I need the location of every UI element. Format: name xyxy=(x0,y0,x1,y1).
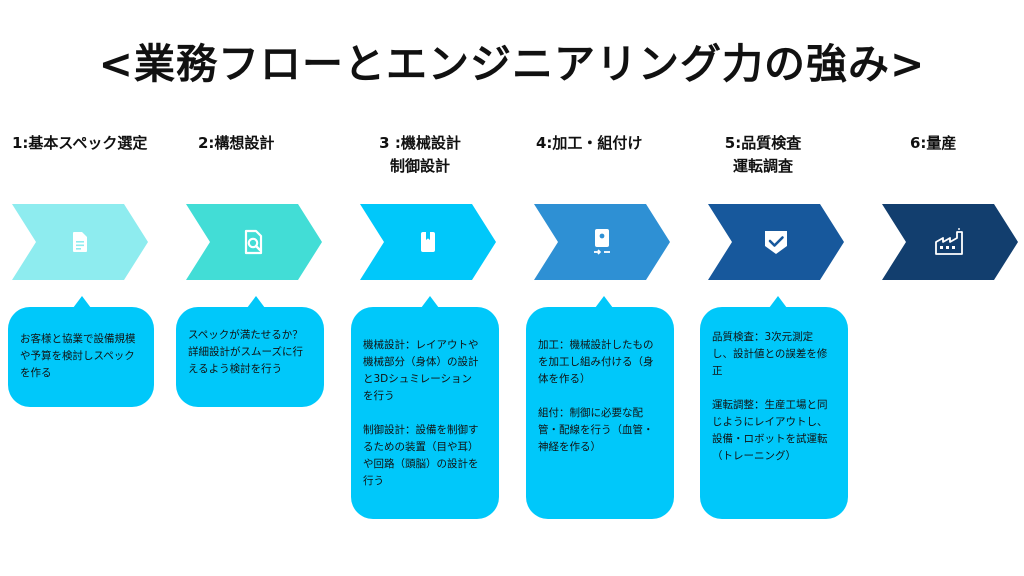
step-3-bubble-pointer xyxy=(421,296,439,308)
desc-line: や予算を検討しスペック xyxy=(20,350,135,362)
device-icon xyxy=(594,229,610,255)
step-5-title: 5:品質検査 運転調査 xyxy=(718,132,808,178)
step-5-chevron xyxy=(708,204,844,280)
step-3-label-line2: 制御設計 xyxy=(389,157,450,175)
desc-line: し、設計値との誤差を修 xyxy=(712,348,828,360)
step-4-label: 4:加工・組付け xyxy=(536,134,643,152)
step-1-label: 1:基本スペック選定 xyxy=(12,134,148,152)
page-title: <業務フローとエンジニアリング力の強み> xyxy=(98,40,926,88)
desc-line: えるよう検討を行う xyxy=(188,363,283,375)
step-3-description: 機械設計：レイアウトや 機械部分（身体）の設計 と3Dシュミレーション を行う … xyxy=(351,307,499,519)
step-5-bubble-pointer xyxy=(769,296,787,308)
step-3-chevron xyxy=(360,204,496,280)
document-icon xyxy=(73,232,87,252)
desc-line: （トレーニング） xyxy=(712,450,796,462)
desc-line: 管・配線を行う（血管・ xyxy=(538,424,654,436)
desc-line: じようにレイアウトし、 xyxy=(712,416,828,428)
desc-line: 正 xyxy=(712,365,723,377)
step-1-bubble-pointer xyxy=(73,296,91,308)
step-2-description: スペックが満たせるか？ 詳細設計がスムーズに行 えるよう検討を行う xyxy=(176,307,324,407)
step-1-title: 1:基本スペック選定 xyxy=(12,132,147,155)
desc-line: 神経を作る） xyxy=(538,441,601,453)
desc-spacer xyxy=(363,405,487,422)
desc-line: スペックが満たせるか？ xyxy=(188,329,303,341)
desc-line: 体を作る） xyxy=(538,373,591,385)
step-4-bubble-pointer xyxy=(595,296,613,308)
step-2-chevron xyxy=(186,204,322,280)
desc-line: 行う xyxy=(363,475,384,487)
desc-line: お客様と協業で設備規模 xyxy=(20,333,136,345)
step-6-title: 6:量産 xyxy=(910,132,956,155)
document-search-icon xyxy=(244,229,263,255)
step-5-label-line1: 5:品質検査 xyxy=(724,134,802,152)
step-4-title: 4:加工・組付け xyxy=(536,132,642,155)
step-4-chevron xyxy=(534,204,670,280)
desc-line: 制御設計：設備を制御す xyxy=(363,424,479,436)
desc-line: を作る xyxy=(20,367,52,379)
step-6-chevron xyxy=(882,204,1018,280)
step-2-bubble-pointer xyxy=(247,296,265,308)
step-3-title: 3 :機械設計 制御設計 xyxy=(366,132,474,178)
desc-line: 機械部分（身体）の設計 xyxy=(363,356,479,368)
step-1-description: お客様と協業で設備規模 や予算を検討しスペック を作る xyxy=(8,307,154,407)
desc-line: 組付：制御に必要な配 xyxy=(538,407,643,419)
desc-line: 設備・ロボットを試運転 xyxy=(712,433,828,445)
desc-line: 運転調整：生産工場と同 xyxy=(712,399,828,411)
step-5-description: 品質検査：3次元測定 し、設計値との誤差を修 正 運転調整：生産工場と同 じよう… xyxy=(700,307,848,519)
desc-line: 品質検査：3次元測定 xyxy=(712,331,814,343)
step-3-label-line1: 3 :機械設計 xyxy=(379,134,461,152)
desc-line: を行う xyxy=(363,390,395,402)
desc-line: と3Dシュミレーション xyxy=(363,373,473,385)
desc-line: 機械設計：レイアウトや xyxy=(363,339,479,351)
step-2-title: 2:構想設計 xyxy=(198,132,274,155)
step-6-label: 6:量産 xyxy=(910,134,957,152)
desc-line: を加工し組み付ける（身 xyxy=(538,356,654,368)
desc-line: るための装置（目や耳） xyxy=(363,441,479,453)
step-5-label-line2: 運転調査 xyxy=(732,157,793,175)
desc-line: や回路（頭脳）の設計を xyxy=(363,458,479,470)
factory-icon xyxy=(935,228,963,255)
desc-line: 詳細設計がスムーズに行 xyxy=(188,346,303,358)
desc-line: 加工：機械設計したもの xyxy=(538,339,654,351)
step-4-description: 加工：機械設計したもの を加工し組み付ける（身 体を作る） 組付：制御に必要な配… xyxy=(526,307,674,519)
shield-check-icon xyxy=(765,231,787,254)
desc-spacer xyxy=(538,388,662,405)
desc-spacer xyxy=(712,380,836,397)
step-2-label: 2:構想設計 xyxy=(198,134,275,152)
step-1-chevron xyxy=(12,204,148,280)
book-icon xyxy=(421,232,435,252)
